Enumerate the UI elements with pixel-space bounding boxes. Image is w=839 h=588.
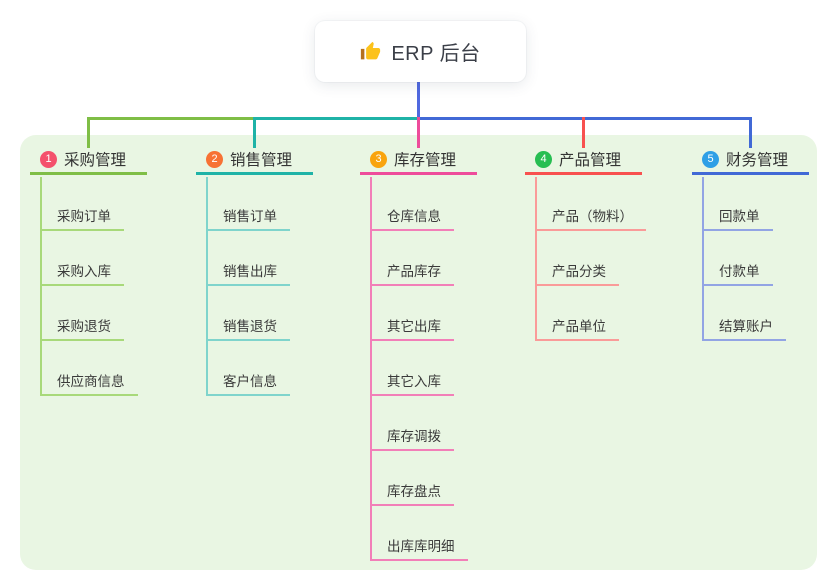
child-node-branch3-item2[interactable]: 产品库存 xyxy=(370,264,454,286)
root-node-erp[interactable]: ERP 后台 xyxy=(315,21,526,82)
root-node-label: ERP 后台 xyxy=(391,43,481,65)
branch-node-1[interactable]: 1 采购管理 xyxy=(30,146,147,175)
branch-node-2[interactable]: 2 销售管理 xyxy=(196,146,313,175)
child-node-branch5-item2[interactable]: 付款单 xyxy=(702,264,773,286)
branch-3-number-badge: 3 xyxy=(370,150,387,168)
child-node-branch5-item1[interactable]: 回款单 xyxy=(702,209,773,231)
child-node-branch5-item3[interactable]: 结算账户 xyxy=(702,319,786,341)
child-node-branch2-item1[interactable]: 销售订单 xyxy=(206,209,290,231)
branch-5-number-badge: 5 xyxy=(702,150,719,168)
branch-node-5[interactable]: 5 财务管理 xyxy=(692,146,809,175)
drop-line-branch4 xyxy=(582,117,585,148)
drop-line-branch5 xyxy=(749,117,752,148)
branch-5-label: 财务管理 xyxy=(726,152,789,169)
child-node-branch4-item3[interactable]: 产品单位 xyxy=(535,319,619,341)
bus-segment-branch2 xyxy=(253,117,417,120)
child-node-branch1-item3[interactable]: 采购退货 xyxy=(40,319,124,341)
child-node-branch4-item2[interactable]: 产品分类 xyxy=(535,264,619,286)
child-node-branch3-item1[interactable]: 仓库信息 xyxy=(370,209,454,231)
child-node-branch1-item1[interactable]: 采购订单 xyxy=(40,209,124,231)
child-node-branch3-item7[interactable]: 出库库明细 xyxy=(370,539,468,561)
branch-3-label: 库存管理 xyxy=(394,152,457,169)
child-rail-branch4 xyxy=(535,177,537,341)
root-stem-line xyxy=(417,82,420,120)
branch-node-3[interactable]: 3 库存管理 xyxy=(360,146,477,175)
branch-1-number-badge: 1 xyxy=(40,150,57,168)
drop-line-branch3 xyxy=(417,117,420,148)
child-node-branch1-item2[interactable]: 采购入库 xyxy=(40,264,124,286)
branches-background-panel xyxy=(20,135,817,570)
branch-4-label: 产品管理 xyxy=(559,152,622,169)
drop-line-branch1 xyxy=(87,117,90,148)
branch-2-label: 销售管理 xyxy=(230,152,293,169)
child-node-branch4-item1[interactable]: 产品（物料） xyxy=(535,209,646,231)
child-node-branch3-item5[interactable]: 库存调拨 xyxy=(370,429,454,451)
child-rail-branch1 xyxy=(40,177,42,396)
child-node-branch2-item4[interactable]: 客户信息 xyxy=(206,374,290,396)
child-rail-branch3 xyxy=(370,177,372,561)
child-node-branch3-item6[interactable]: 库存盘点 xyxy=(370,484,454,506)
child-node-branch2-item3[interactable]: 销售退货 xyxy=(206,319,290,341)
child-rail-branch2 xyxy=(206,177,208,396)
child-node-branch3-item3[interactable]: 其它出库 xyxy=(370,319,454,341)
branch-2-number-badge: 2 xyxy=(206,150,223,168)
branch-node-4[interactable]: 4 产品管理 xyxy=(525,146,642,175)
drop-line-branch2 xyxy=(253,117,256,148)
thumbs-up-icon xyxy=(360,41,381,62)
branch-4-number-badge: 4 xyxy=(535,150,552,168)
branch-1-label: 采购管理 xyxy=(64,152,127,169)
child-node-branch3-item4[interactable]: 其它入库 xyxy=(370,374,454,396)
child-node-branch2-item2[interactable]: 销售出库 xyxy=(206,264,290,286)
child-rail-branch5 xyxy=(702,177,704,341)
child-node-branch1-item4[interactable]: 供应商信息 xyxy=(40,374,138,396)
bus-segment-branch1 xyxy=(87,117,253,120)
